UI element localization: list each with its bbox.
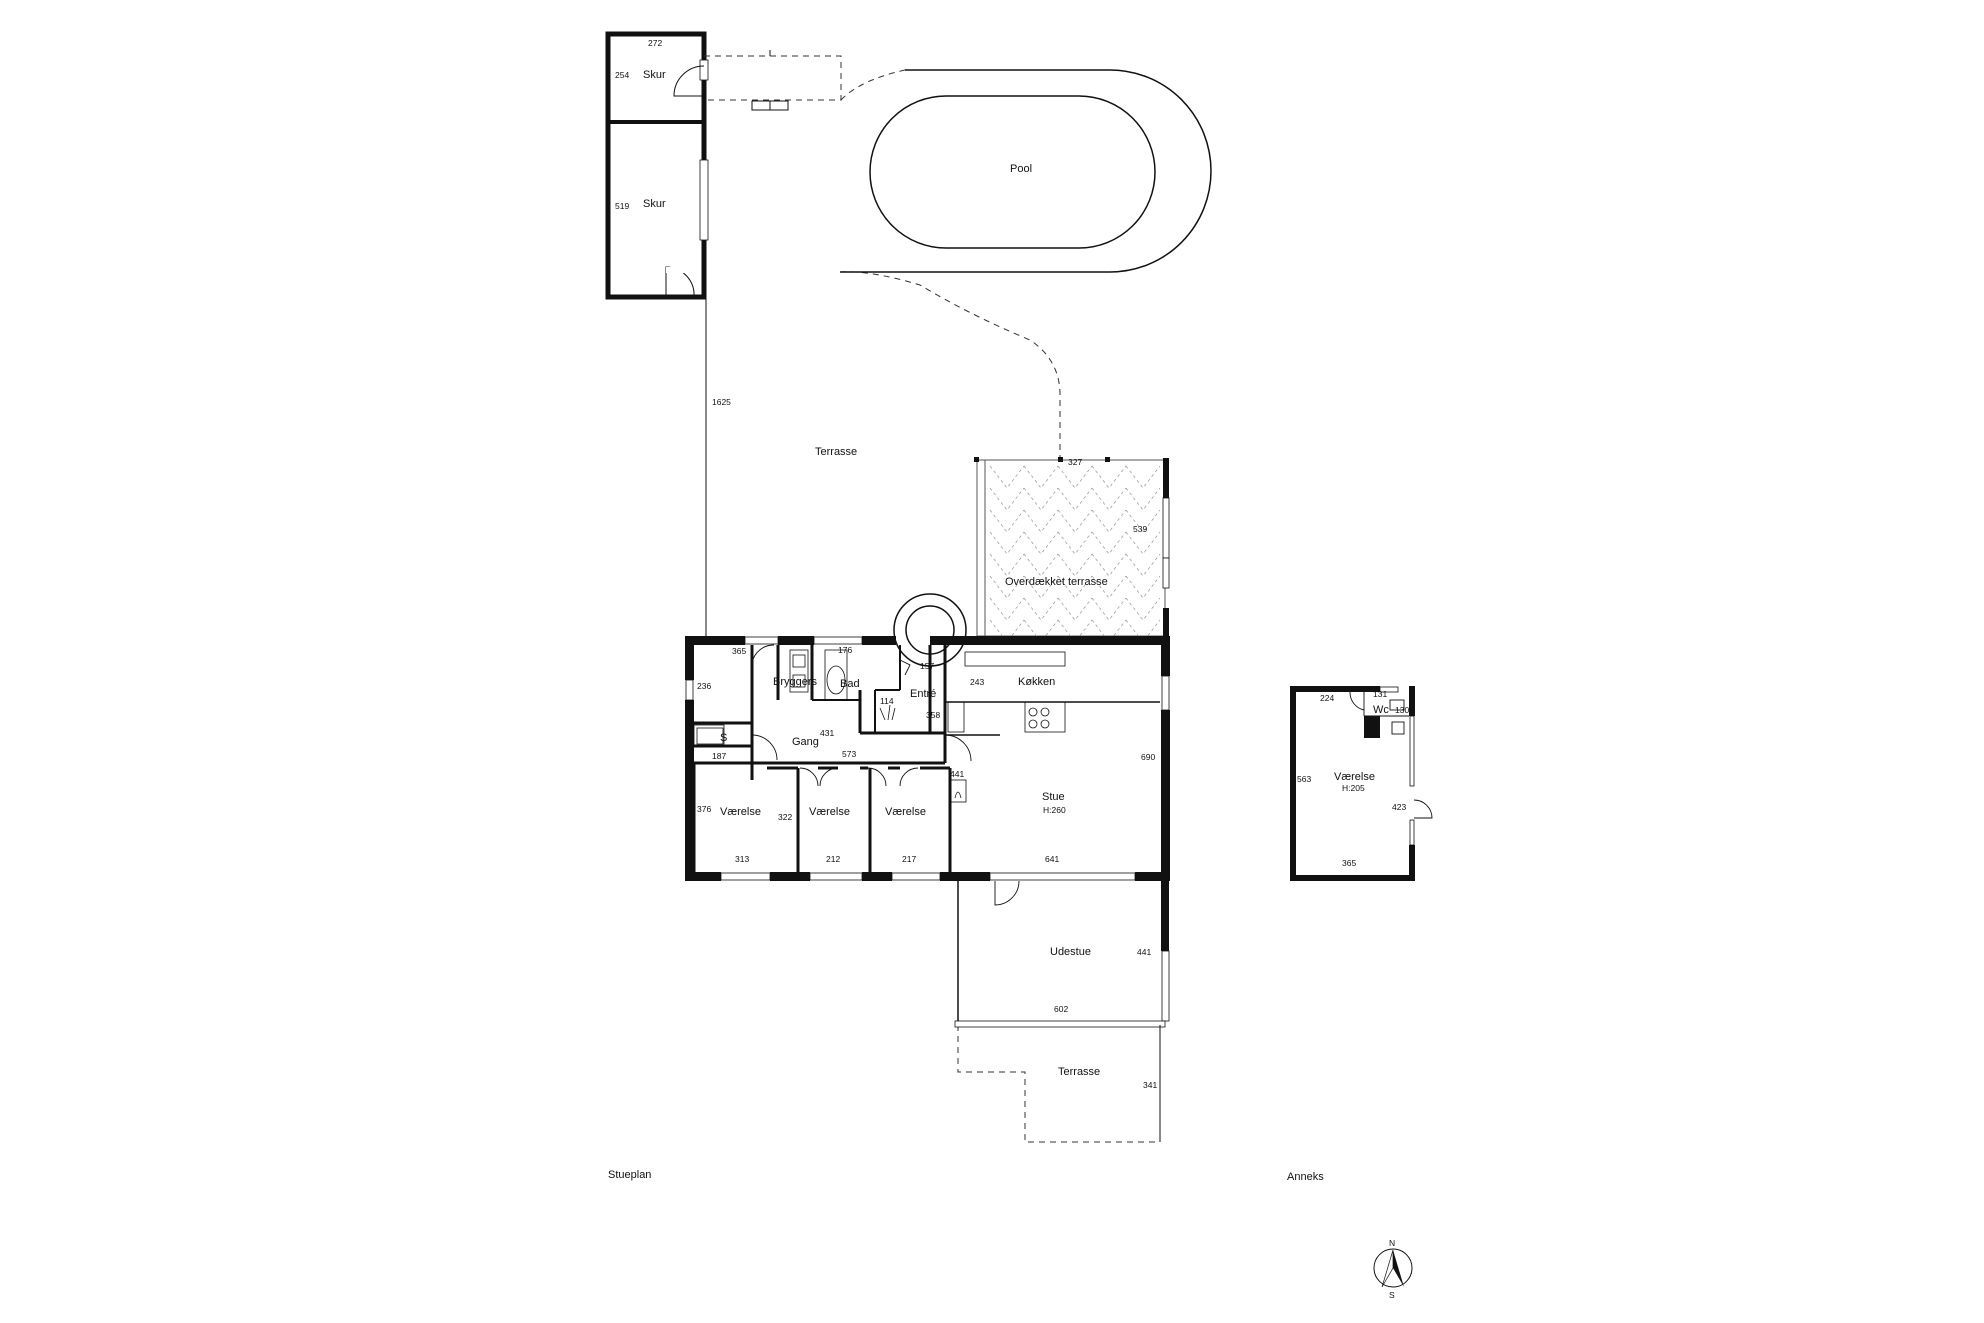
dim-gang-2: 573 (842, 749, 856, 759)
room-label-bryggers: Bryggers (773, 676, 818, 688)
dim-v2-h: 322 (778, 812, 792, 822)
room-label-vaerelse-3: Værelse (885, 806, 926, 818)
house-windows (685, 636, 1170, 1022)
room-label-wc: Wc (1373, 704, 1389, 716)
annex: Wc Værelse H:205 224 131 130 563 423 365 (1290, 686, 1433, 881)
dim-annex-top: 224 (1320, 693, 1334, 703)
room-label-vaerelse-1: Værelse (720, 806, 761, 818)
entrance-turret (893, 593, 967, 667)
room-label-skur-1: Skur (643, 69, 666, 81)
room-label-overdaekket: Overdækket terrasse (1005, 576, 1108, 588)
room-label-gang: Gang (792, 736, 819, 748)
covered-terrace (974, 457, 1170, 643)
house-labels: Bryggers Bad Entré Køkken Gang Værelse V… (643, 69, 1108, 1078)
room-label-bad: Bad (840, 678, 860, 690)
caption-stueplan: Stueplan (608, 1169, 651, 1181)
dim-entre-h: 358 (926, 710, 940, 720)
dim-annex-h: 563 (1297, 774, 1311, 784)
dim-bryggers-h: 236 (697, 681, 711, 691)
room-label-entre: Entré (910, 688, 936, 700)
dim-skur2-h: 519 (615, 201, 629, 211)
caption-anneks: Anneks (1287, 1171, 1324, 1183)
dim-closet: 114 (880, 696, 894, 706)
dim-entre-small: 157 (920, 661, 934, 671)
dim-stue-left: 441 (950, 769, 964, 779)
dim-stue-right: 690 (1141, 752, 1155, 762)
dim-v3-w: 217 (902, 854, 916, 864)
dim-path: 1625 (712, 397, 731, 407)
dimensions: 272 254 519 1625 327 539 365 236 176 157… (615, 38, 1157, 1090)
dim-annex-door: 423 (1392, 802, 1406, 812)
dim-v1-h: 376 (697, 804, 711, 814)
dim-stue-w: 641 (1045, 854, 1059, 864)
dim-udestue-h: 441 (1137, 947, 1151, 957)
pool (840, 69, 1212, 273)
interior-walls (692, 645, 1160, 872)
room-label-kokken: Køkken (1018, 676, 1055, 688)
compass-north: N (1389, 1238, 1395, 1248)
fixtures (693, 649, 1066, 803)
dim-s-box: 187 (712, 751, 726, 761)
dim-wc-h: 130 (1395, 705, 1409, 715)
dim-bad-w: 176 (838, 645, 852, 655)
dim-overdaekket-w: 327 (1068, 457, 1082, 467)
s-box (696, 727, 724, 745)
door-swings (751, 644, 1020, 906)
room-label-stue: Stue (1042, 791, 1065, 803)
dim-annex-w: 365 (1342, 858, 1356, 868)
room-label-terrasse-north: Terrasse (815, 446, 857, 458)
dim-terrasse-h: 341 (1143, 1080, 1157, 1090)
compass-south: S (1389, 1290, 1395, 1300)
dim-v2-w: 212 (826, 854, 840, 864)
udestue (954, 881, 1166, 1142)
room-label-vaerelse-2: Værelse (809, 806, 850, 818)
room-label-annex: Værelse (1334, 771, 1375, 783)
compass-icon: N S (1373, 1238, 1413, 1300)
dim-skur1-w: 272 (648, 38, 662, 48)
dim-kokken-h: 243 (970, 677, 984, 687)
dim-overdaekket-h: 539 (1133, 524, 1147, 534)
dim-v1-w: 313 (735, 854, 749, 864)
dim-skur1-h: 254 (615, 70, 629, 80)
house-walls (685, 636, 1170, 951)
path-markers (751, 50, 789, 111)
dim-bryggers-w: 365 (732, 646, 746, 656)
room-height-stue: H:260 (1043, 805, 1066, 815)
s-box-label: S (720, 732, 727, 744)
room-label-skur-2: Skur (643, 198, 666, 210)
dim-gang-w: 431 (820, 728, 834, 738)
garden-paths (704, 55, 1161, 1143)
room-label-udestue: Udestue (1050, 946, 1091, 958)
room-label-terrasse-south: Terrasse (1058, 1066, 1100, 1078)
room-height-annex: H:205 (1342, 783, 1365, 793)
dim-udestue-w: 602 (1054, 1004, 1068, 1014)
shed-group (605, 31, 709, 300)
room-label-pool: Pool (1010, 163, 1032, 175)
dim-wc-w: 131 (1373, 689, 1387, 699)
